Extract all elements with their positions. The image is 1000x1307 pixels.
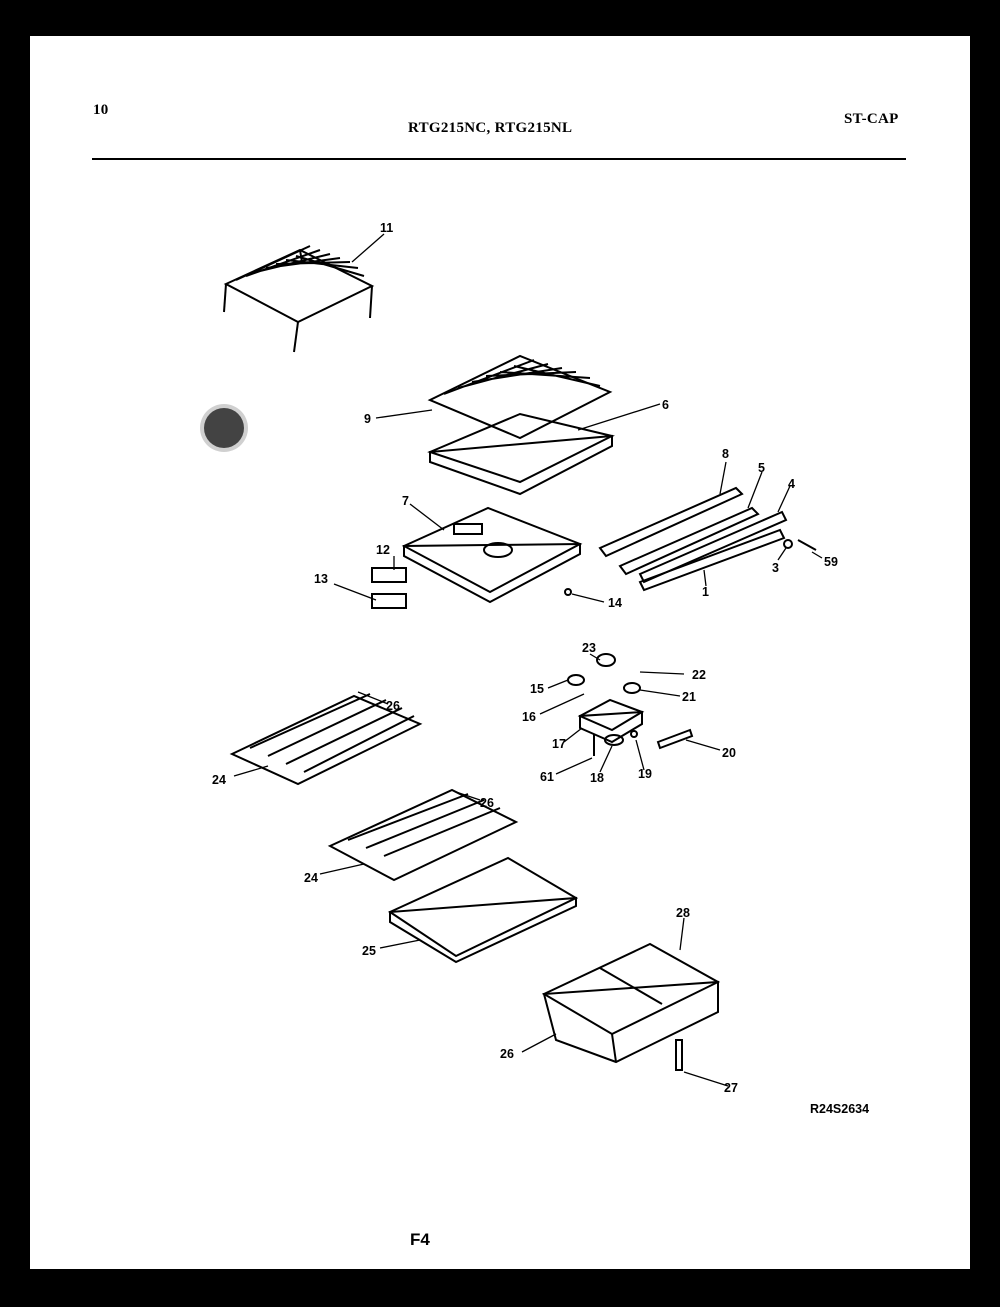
callout-17: 17 xyxy=(552,737,566,751)
callout-15: 15 xyxy=(530,682,544,696)
part-25-glass-shelf xyxy=(387,856,579,964)
callout-4: 4 xyxy=(788,477,795,491)
parts-sheet: 10 RTG215NC, RTG215NL ST-CAP xyxy=(30,36,970,1269)
callout-59: 59 xyxy=(824,555,838,569)
callout-27: 27 xyxy=(724,1081,738,1095)
part-6-tray xyxy=(427,412,615,496)
callout-23: 23 xyxy=(582,641,596,655)
callout-1: 1 xyxy=(702,585,709,599)
callout-5: 5 xyxy=(758,461,765,475)
part-59-screw xyxy=(797,539,817,551)
callout-16: 16 xyxy=(522,710,536,724)
part-7-shelf-panel xyxy=(401,506,583,604)
part-23-knob xyxy=(596,653,616,667)
callout-24-upper: 24 xyxy=(212,773,226,787)
callout-6: 6 xyxy=(662,398,669,412)
callout-22: 22 xyxy=(692,668,706,682)
part-24-wire-shelf-upper xyxy=(229,693,423,786)
page-number: 10 xyxy=(93,102,109,118)
part-24-wire-shelf-lower xyxy=(327,788,519,882)
part-3-cap xyxy=(783,539,793,549)
callout-21: 21 xyxy=(682,690,696,704)
part-19-screw xyxy=(630,730,638,738)
callout-3: 3 xyxy=(772,561,779,575)
part-8-rail xyxy=(598,486,744,558)
header-rule xyxy=(92,158,906,160)
callout-20: 20 xyxy=(722,746,736,760)
part-14-bumper xyxy=(564,588,572,596)
part-5-rail xyxy=(618,506,760,576)
callout-8: 8 xyxy=(722,447,729,461)
callout-26-middle: 26 xyxy=(480,796,494,810)
part-26-crisper-drawer xyxy=(541,942,721,1064)
part-27-divider xyxy=(675,1039,683,1071)
callout-26-upper: 26 xyxy=(386,699,400,713)
callout-25: 25 xyxy=(362,944,376,958)
part-15-lamp xyxy=(567,674,585,686)
model-numbers: RTG215NC, RTG215NL xyxy=(408,120,573,136)
callout-24-lower: 24 xyxy=(304,871,318,885)
part-12-bracket xyxy=(371,567,407,583)
part-9-grate xyxy=(427,354,613,440)
part-21-knob xyxy=(623,682,641,694)
callout-18: 18 xyxy=(590,771,604,785)
section-code: ST-CAP xyxy=(844,111,899,127)
callout-13: 13 xyxy=(314,572,328,586)
callout-7: 7 xyxy=(402,494,409,508)
leader-lines xyxy=(233,233,823,1087)
part-13-bracket xyxy=(371,593,407,609)
part-17-control-box xyxy=(577,698,645,744)
callout-14: 14 xyxy=(608,596,622,610)
reference-number: R24S2634 xyxy=(810,1102,869,1116)
part-4-rail xyxy=(638,510,788,584)
part-20-strip xyxy=(656,728,694,750)
part-11-wire-shelf xyxy=(223,245,375,353)
callout-12: 12 xyxy=(376,543,390,557)
part-18-washer xyxy=(604,734,624,746)
part-1-rail xyxy=(638,528,786,592)
callout-9: 9 xyxy=(364,412,371,426)
callout-19: 19 xyxy=(638,767,652,781)
smudge-mark xyxy=(200,404,248,452)
callout-11: 11 xyxy=(380,221,393,235)
callout-labels: 11 9 6 8 5 4 7 12 13 14 3 59 1 23 22 15 … xyxy=(212,221,838,1095)
callout-61: 61 xyxy=(540,770,554,784)
callout-28: 28 xyxy=(676,906,690,920)
callout-26-drawer: 26 xyxy=(500,1047,514,1061)
figure-label: F4 xyxy=(410,1230,430,1249)
